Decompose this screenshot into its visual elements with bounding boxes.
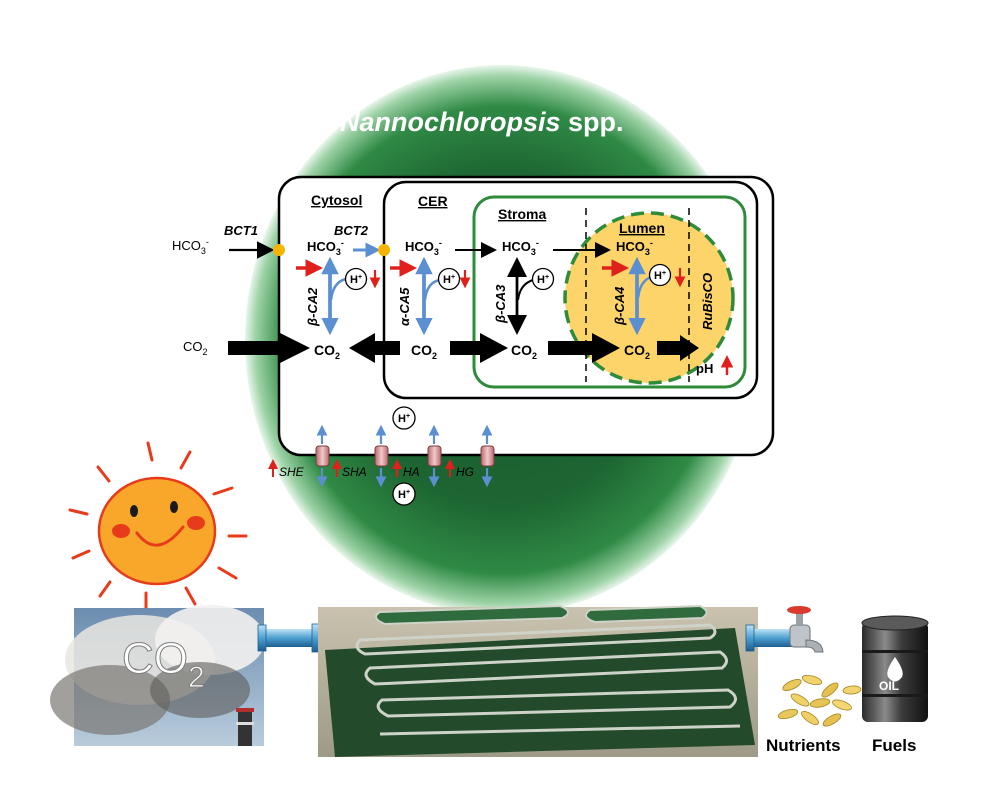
label-stroma: Stroma	[498, 206, 546, 222]
svg-text:H+: H+	[398, 489, 410, 501]
label-she: SHE	[279, 465, 305, 479]
enzyme-ca4: β-CA4	[612, 286, 627, 326]
proton-stroma: H+	[531, 267, 555, 291]
proton-cytosol: H+	[344, 267, 368, 291]
svg-text:H+: H+	[398, 413, 410, 425]
arrow-co2-in	[228, 333, 310, 363]
enzyme-ca5: α-CA5	[397, 287, 412, 326]
bct1-transporter	[273, 244, 285, 256]
label-fuels: Fuels	[872, 736, 916, 755]
hco3-cer: HCO3-	[405, 238, 442, 257]
channel-ha	[427, 424, 442, 488]
svg-text:H+: H+	[350, 274, 362, 286]
hco3-stroma: HCO3-	[502, 238, 539, 257]
hco3-outside: HCO3-	[172, 237, 209, 256]
sun-icon	[68, 441, 248, 612]
arrow-co2-cer-to-cyto	[349, 333, 400, 363]
channel-she	[315, 424, 330, 488]
ca5-proton-branch	[423, 278, 441, 301]
svg-text:H+: H+	[537, 274, 549, 286]
enzyme-ca2: β-CA2	[305, 287, 320, 327]
label-cer: CER	[418, 193, 448, 209]
hco3-lumen: HCO3-	[616, 238, 653, 257]
channel-hg	[480, 424, 495, 488]
label-cytosol: Cytosol	[311, 192, 362, 208]
co2-pipe	[257, 623, 322, 653]
co2-cytosol: CO2	[314, 342, 340, 361]
channel-sha	[374, 424, 389, 488]
arrow-co2-stroma-lumen	[548, 333, 620, 363]
raceway-ponds	[318, 604, 758, 757]
ca2-proton-branch	[329, 277, 347, 301]
outlet-pipe	[745, 624, 794, 652]
proton-lumen: H+	[648, 263, 672, 287]
co2-outside: CO2	[183, 339, 208, 357]
co2-cer: CO2	[411, 342, 437, 361]
smokestack-photo	[50, 605, 265, 746]
label-ha: HA	[403, 465, 420, 479]
enzyme-rubisco: RuBisCO	[700, 273, 715, 330]
hco3-cytosol: HCO3-	[307, 238, 344, 257]
bct2-transporter	[378, 244, 390, 256]
proton-periplasm: H+	[392, 406, 416, 430]
proton-exterior: H+	[392, 482, 416, 506]
ph-label: pH	[696, 361, 713, 376]
svg-text:H+: H+	[654, 270, 666, 282]
oil-barrel-icon: OIL	[861, 615, 929, 722]
label-hg: HG	[456, 465, 474, 479]
label-bct1: BCT1	[224, 223, 258, 238]
label-lumen: Lumen	[619, 220, 665, 236]
tap-icon	[787, 606, 824, 653]
label-bct2: BCT2	[334, 223, 369, 238]
ca3-proton-branch	[517, 279, 534, 301]
enzyme-ca3: β-CA3	[493, 284, 508, 324]
co2-lumen: CO2	[624, 342, 650, 361]
svg-text:H+: H+	[443, 274, 455, 286]
nutrients-capsules-icon	[777, 674, 862, 727]
label-sha: SHA	[342, 465, 367, 479]
svg-text:OIL: OIL	[879, 679, 899, 693]
co2-stroma: CO2	[511, 342, 537, 361]
arrow-co2-cer-stroma	[450, 333, 508, 363]
big-co2-label: CO2	[122, 634, 205, 694]
proton-cer: H+	[437, 267, 461, 291]
label-nutrients: Nutrients	[766, 736, 841, 755]
cell-title: Nannochloropsis spp.	[340, 107, 624, 137]
arrow-co2-lumen-rubisco	[657, 335, 699, 361]
